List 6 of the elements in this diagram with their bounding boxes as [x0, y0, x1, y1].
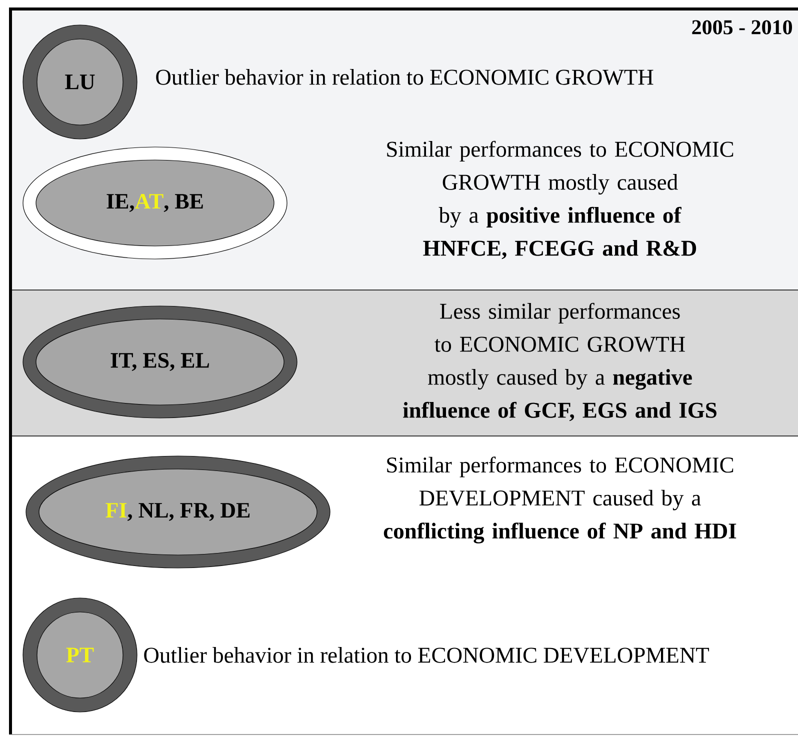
title: 2005 - 2010: [692, 20, 792, 34]
description-text: Similar performances to ECONOMIC DEVELOPMENT caused by a conflicting influence of NP and HDI: [384, 456, 736, 544]
description-text: Outlier behavior in relation to ECONOMIC DEVELOPMENT: [144, 647, 710, 663]
description-text: Outlier behavior in relation to ECONOMIC GROWTH: [156, 69, 654, 85]
description-text: Less similar performances to ECONOMIC GROWTH mostly caused by a negative influence of GCF, EGS and IGS: [403, 302, 716, 422]
description-text: Similar performances to ECONOMIC GROWTH mostly caused by a positive influence of HNFCE, FCEGG and R&D: [387, 140, 734, 260]
